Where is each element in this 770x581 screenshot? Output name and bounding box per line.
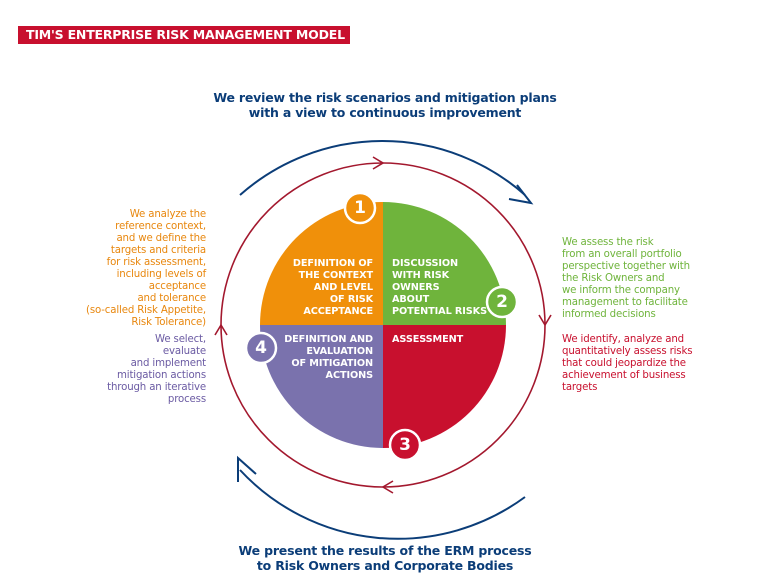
bottom-heading-line: to Risk Owners and Corporate Bodies: [256, 558, 514, 573]
quadrant-2: [383, 202, 506, 325]
quadrant-2-label: DISCUSSION WITH RISK OWNERS ABOUT POTENT…: [392, 258, 487, 318]
label-line: WITH RISK: [392, 270, 450, 281]
description-line: We identify, analyze and: [562, 334, 684, 345]
inner-cycle-ring: [214, 156, 552, 494]
description-line: acceptance: [148, 281, 206, 292]
description-line: management to facilitate: [562, 297, 688, 308]
top-heading: We review the risk scenarios and mitigat…: [175, 90, 595, 120]
quadrant-3: [383, 325, 506, 448]
description-line: informed decisions: [562, 309, 656, 320]
badge-2: [485, 285, 519, 319]
ring-arrowhead-icon: [538, 314, 552, 327]
description-line: we inform the company: [562, 285, 680, 296]
description-line: We analyze the: [129, 209, 206, 220]
red-description: We identify, analyze and quantitatively …: [562, 334, 693, 394]
quadrant-1-label: DEFINITION OF THE CONTEXT AND LEVEL OF R…: [260, 258, 373, 318]
label-line: OF MITIGATION: [291, 358, 373, 369]
description-line: achievement of business: [562, 370, 686, 381]
description-line: We assess the risk: [562, 237, 654, 248]
description-line: targets: [562, 382, 598, 393]
top-outer-arc: [239, 139, 526, 196]
label-line: OWNERS: [392, 282, 440, 293]
quadrant-4: [260, 325, 383, 448]
quadrant-3-label: ASSESSMENT: [392, 334, 463, 346]
label-line: POTENTIAL RISKS: [392, 306, 487, 317]
description-line: for risk assessment,: [106, 257, 206, 268]
label-line: DEFINITION AND: [284, 334, 373, 345]
label-line: EVALUATION: [306, 346, 373, 357]
purple-description: We select, evaluate and implement mitiga…: [60, 334, 206, 406]
description-line: and implement: [130, 358, 207, 369]
ring-arrowhead-icon: [214, 323, 228, 336]
badge-3: [388, 428, 422, 462]
step-badges: [244, 191, 519, 462]
description-line: and tolerance: [137, 293, 206, 304]
description-line: that could jeopardize the: [562, 358, 686, 369]
description-line: evaluate: [162, 346, 206, 357]
description-line: quantitatively assess risks: [562, 346, 693, 357]
page-title: TIM'S ENTERPRISE RISK MANAGEMENT MODEL: [18, 26, 350, 44]
description-line: and we define the: [116, 233, 206, 244]
orange-description: We analyze the reference context, and we…: [60, 209, 206, 329]
label-line: ACCEPTANCE: [303, 306, 373, 317]
label-line: ASSESSMENT: [392, 334, 464, 345]
description-line: We select,: [155, 334, 206, 345]
description-line: through an iterative: [107, 382, 206, 393]
step-number-4: 4: [255, 338, 267, 358]
label-line: ACTIONS: [325, 370, 374, 381]
bottom-heading-line: We present the results of the ERM proces…: [238, 543, 532, 558]
badge-4: [244, 331, 278, 365]
description-line: (so-called Risk Appetite,: [86, 305, 206, 316]
outer-cycle-arrows: [237, 139, 534, 540]
bottom-heading: We present the results of the ERM proces…: [175, 543, 595, 573]
description-line: mitigation actions: [116, 370, 206, 381]
description-line: targets and criteria: [110, 245, 206, 256]
green-description: We assess the risk from an overall portf…: [562, 237, 690, 321]
label-line: ABOUT: [392, 294, 430, 305]
description-line: perspective together with: [562, 261, 690, 272]
top-heading-line: We review the risk scenarios and mitigat…: [213, 90, 557, 105]
bottom-outer-arc: [239, 469, 526, 540]
label-line: DISCUSSION: [392, 258, 459, 269]
badge-1: [343, 191, 377, 225]
description-line: including levels of: [116, 269, 207, 280]
description-line: Risk Tolerance): [131, 317, 206, 328]
top-heading-line: with a view to continuous improvement: [248, 105, 522, 120]
outer-arrowhead-icon: [237, 455, 257, 482]
quadrant-1: [260, 202, 383, 325]
description-line: from an overall portfolio: [562, 249, 682, 260]
label-line: OF RISK: [329, 294, 373, 305]
label-line: THE CONTEXT: [298, 270, 373, 281]
step-number-1: 1: [354, 198, 366, 218]
description-line: the Risk Owners and: [562, 273, 665, 284]
description-line: process: [167, 394, 206, 405]
description-line: reference context,: [115, 221, 206, 232]
quadrant-pie: [260, 202, 506, 448]
label-line: DEFINITION OF: [292, 258, 373, 269]
step-number-2: 2: [496, 292, 508, 312]
ring-arrowhead-icon: [381, 480, 394, 494]
label-line: AND LEVEL: [313, 282, 373, 293]
ring-arrowhead-icon: [372, 156, 385, 170]
step-number-3: 3: [399, 435, 411, 455]
quadrant-4-label: DEFINITION AND EVALUATION OF MITIGATION …: [260, 334, 373, 382]
outer-arrowhead-icon: [508, 184, 534, 205]
